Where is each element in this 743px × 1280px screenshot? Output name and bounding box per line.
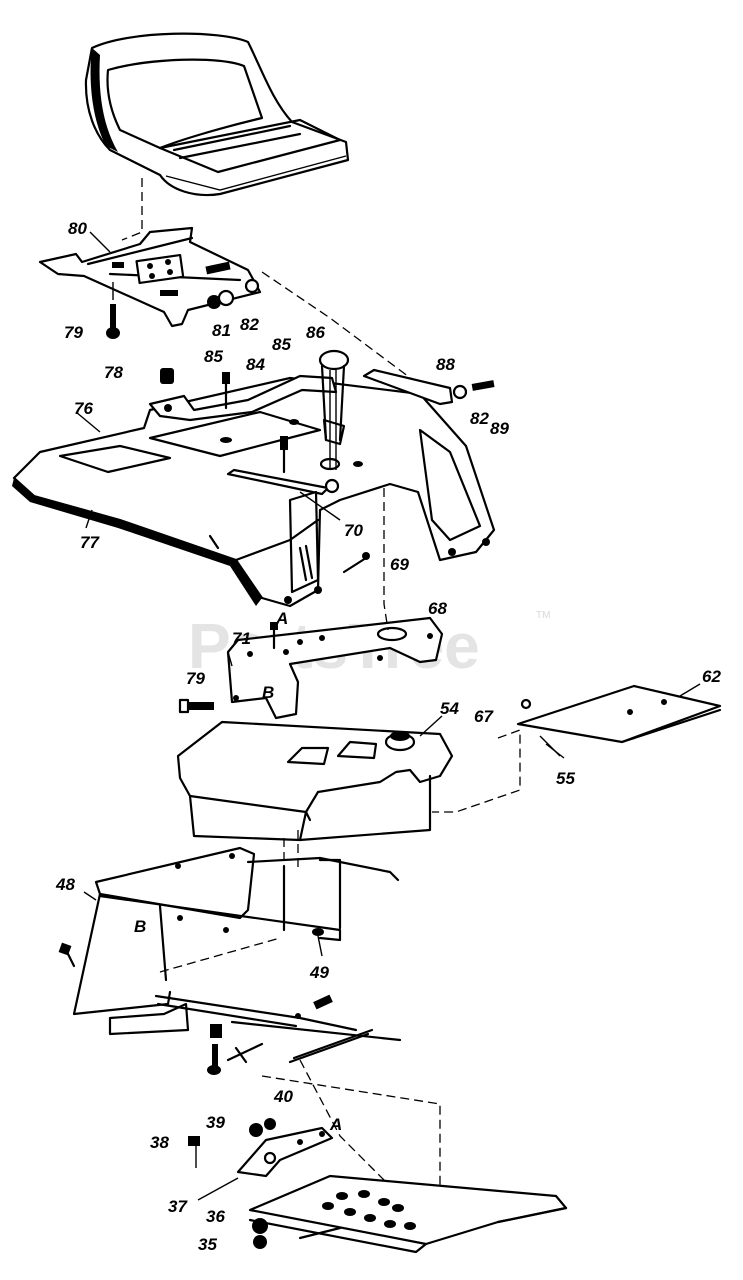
label-A-lower: A	[329, 1115, 342, 1134]
label-81: 81	[212, 321, 231, 340]
label-82-lower: 82	[470, 409, 489, 428]
label-37: 37	[168, 1197, 188, 1216]
label-71: 71	[232, 629, 251, 648]
leader-48	[83, 891, 97, 901]
label-49: 49	[309, 963, 329, 982]
label-70: 70	[344, 521, 363, 540]
label-40: 40	[273, 1087, 293, 1106]
label-62: 62	[702, 667, 721, 686]
tank-bracket	[226, 616, 444, 720]
bracket-guide-line	[261, 271, 441, 401]
label-86: 86	[306, 323, 325, 342]
frame-48	[58, 846, 400, 1036]
bracket-37	[236, 1126, 334, 1178]
bolt-85-right	[280, 436, 288, 474]
cover-plate	[516, 684, 722, 757]
bolt-85-left	[222, 372, 230, 410]
plate-guide-line-2	[299, 1059, 401, 1197]
label-54: 54	[440, 699, 459, 718]
leader-70	[299, 491, 341, 521]
bolt-38	[188, 1136, 200, 1168]
tank-drop-line	[283, 830, 299, 870]
bolt-69	[342, 552, 370, 574]
bolt-79-lower	[178, 698, 214, 714]
label-85-right: 85	[272, 335, 291, 354]
seat-bracket	[38, 226, 262, 328]
bracket-84	[148, 374, 338, 422]
leader-62	[679, 683, 701, 697]
label-A-upper: A	[275, 609, 288, 628]
lower-rails	[154, 994, 402, 1075]
label-77: 77	[80, 533, 100, 552]
cap-78	[160, 368, 174, 384]
leader-49	[317, 935, 323, 957]
leader-55	[545, 743, 565, 759]
watermark-trademark: TM	[536, 610, 550, 621]
bolt-79-upper	[106, 282, 120, 339]
leader-54	[419, 715, 443, 737]
label-82-upper: 82	[240, 315, 259, 334]
leader-37	[197, 1177, 239, 1201]
part-labels: 80 79 81 82 86 85 85 84 78 88 89 82 76 7…	[55, 219, 721, 1254]
label-35: 35	[198, 1235, 217, 1254]
label-78: 78	[104, 363, 123, 382]
seat	[84, 32, 350, 197]
label-69: 69	[390, 555, 409, 574]
label-85-left: 85	[204, 347, 223, 366]
leader-80	[89, 231, 111, 253]
leader-76	[75, 411, 101, 433]
tank-guide-line	[432, 729, 521, 813]
label-55: 55	[556, 769, 575, 788]
label-48: 48	[55, 875, 75, 894]
washer-40	[264, 1118, 276, 1130]
fuel-tank	[176, 720, 454, 842]
label-38: 38	[150, 1133, 169, 1152]
nut-35	[253, 1235, 267, 1249]
rod-guide-line	[383, 488, 389, 631]
label-79-lower: 79	[186, 669, 205, 688]
label-88: 88	[436, 355, 455, 374]
label-89: 89	[490, 419, 509, 438]
label-67: 67	[474, 707, 494, 726]
lever-88	[362, 368, 495, 406]
label-B-lower: B	[134, 917, 146, 936]
fender	[12, 376, 496, 608]
leader-77	[85, 509, 93, 529]
bolt-71	[270, 622, 278, 650]
nut-81-washer-82	[207, 289, 235, 309]
label-36: 36	[206, 1207, 225, 1226]
label-79-upper: 79	[64, 323, 83, 342]
foot-plate	[248, 1174, 568, 1254]
washer-36	[252, 1218, 268, 1234]
label-39: 39	[206, 1113, 225, 1132]
label-B-upper: B	[262, 683, 274, 702]
shift-knob-86	[318, 349, 350, 470]
nut-39	[249, 1123, 263, 1137]
label-76: 76	[74, 399, 93, 418]
label-84: 84	[246, 355, 265, 374]
label-80: 80	[68, 219, 87, 238]
seat-guide-line	[121, 178, 143, 241]
label-68: 68	[428, 599, 447, 618]
